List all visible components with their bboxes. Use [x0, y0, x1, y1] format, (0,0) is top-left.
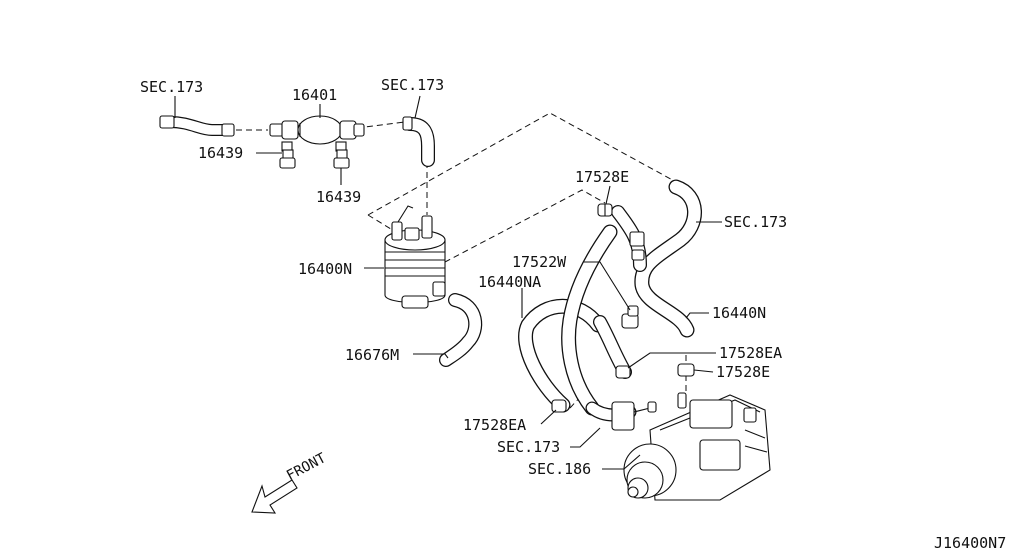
- injection-pump: [623, 392, 771, 501]
- label-16440n: 16440N: [712, 304, 767, 322]
- hose-16440n: [611, 179, 702, 338]
- label-17522w: 17522W: [512, 253, 567, 271]
- label-16400n: 16400N: [298, 260, 353, 278]
- label-16401: 16401: [292, 86, 338, 104]
- hose-17522w: [593, 315, 632, 379]
- clamp-17528e-top: [597, 203, 613, 217]
- label-sec173-bottom: SEC.173: [497, 438, 561, 456]
- clamp-17528ea-left: [551, 399, 567, 413]
- fuel-filter-16400n: [384, 205, 446, 309]
- label-17528e-top: 17528E: [575, 168, 630, 186]
- label-16439-b: 16439: [316, 188, 362, 206]
- hose-16676m: [439, 293, 483, 367]
- hose-16440na: [518, 224, 618, 416]
- label-sec173-right: SEC.173: [724, 213, 788, 231]
- front-arrow-icon: [251, 479, 298, 514]
- clamp-17528ea-right: [615, 365, 631, 379]
- clip-16439-left: [279, 141, 296, 169]
- label-17528ea-right: 17528EA: [719, 344, 783, 362]
- label-17528e-right: 17528E: [716, 363, 771, 381]
- clamp-17528e-right: [677, 363, 695, 377]
- label-17528ea-left: 17528EA: [463, 416, 527, 434]
- label-16439-a: 16439: [198, 144, 244, 162]
- label-sec173-top-mid: SEC.173: [381, 76, 445, 94]
- label-16440na: 16440NA: [478, 273, 542, 291]
- clip-16439-right: [333, 141, 350, 169]
- top-elbow-hose: [402, 116, 435, 167]
- label-sec186: SEC.186: [528, 460, 592, 478]
- fuel-strainer-16401: [269, 115, 365, 145]
- bottom-connector: [585, 401, 657, 431]
- top-left-hose: [159, 115, 235, 137]
- clamp-17522w: [621, 305, 639, 329]
- label-16676m: 16676M: [345, 346, 400, 364]
- label-sec173-top-left: SEC.173: [140, 78, 204, 96]
- leader-lines: [174, 95, 722, 470]
- diagram-id: J16400N7: [934, 534, 1007, 552]
